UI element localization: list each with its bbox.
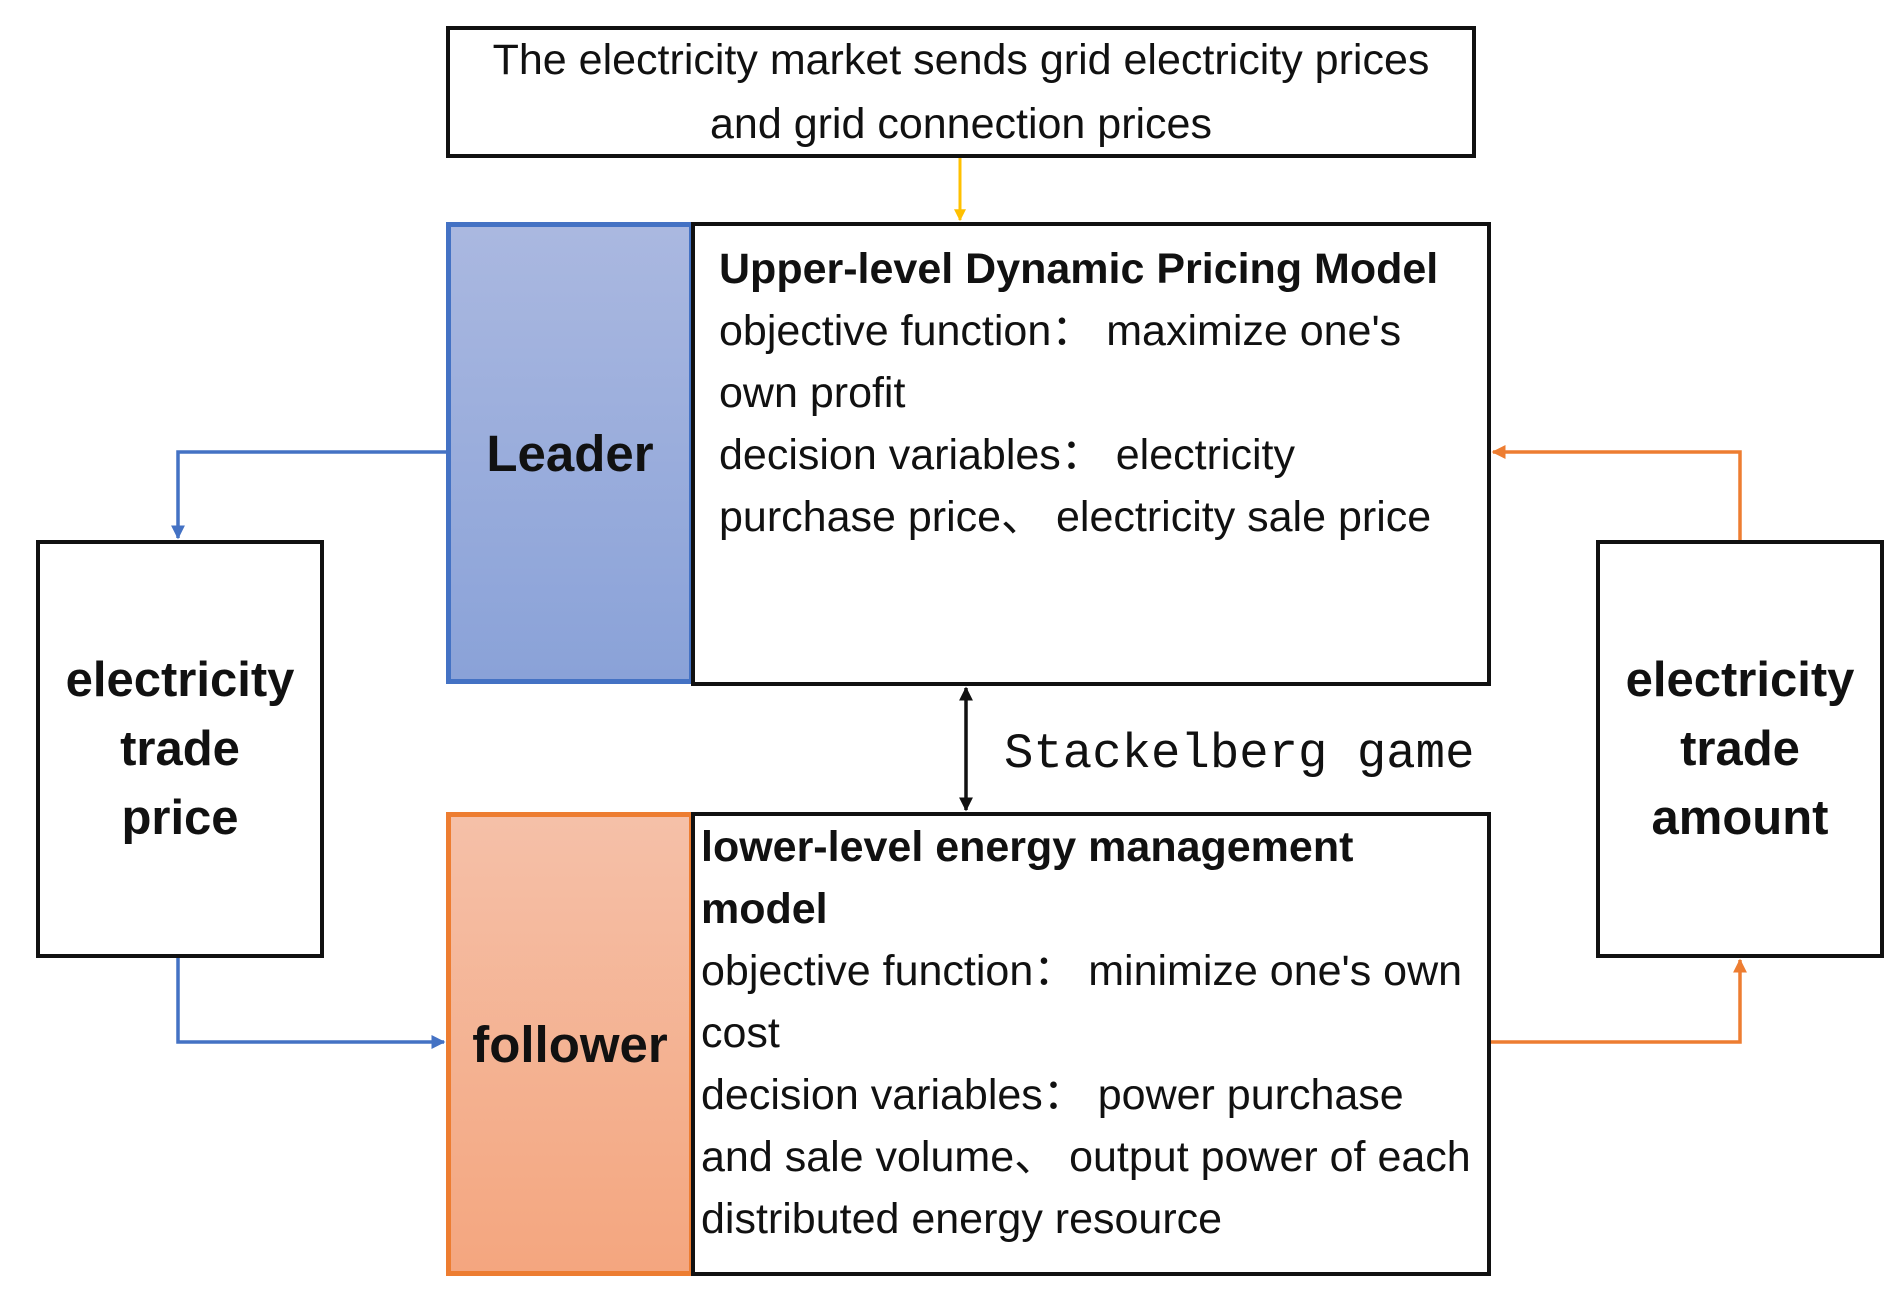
leader-to-price-arrow (171, 450, 446, 540)
price-box-line1: electricity (65, 652, 295, 707)
follower-label: follower (472, 1015, 668, 1073)
electricity-trade-amount-box: electricity trade amount (1596, 540, 1884, 958)
lower-level-model-box: lower-level energy management model obje… (691, 812, 1491, 1276)
lower-model-objective: objective function： minimize one's own c… (701, 947, 1463, 1057)
price-to-follower-arrow (176, 958, 446, 1049)
follower-box: follower (446, 812, 694, 1276)
amount-box-line2: trade (1680, 721, 1800, 776)
amount-box-line1: electricity (1625, 652, 1855, 707)
electricity-market-text: The electricity market sends grid electr… (492, 36, 1430, 148)
price-box-line3: price (121, 790, 239, 845)
lower-model-title: lower-level energy management model (701, 823, 1354, 933)
lower-model-decision: decision variables： power purchase and s… (701, 1071, 1471, 1243)
leader-box: Leader (446, 222, 694, 684)
upper-model-decision: decision variables： electricity purchase… (719, 431, 1432, 541)
lower-to-amount-arrow (1491, 958, 1747, 1044)
price-box-line2: trade (120, 721, 240, 776)
upper-model-objective: objective function： maximize one's own p… (719, 307, 1402, 417)
amount-to-upper-arrow (1491, 445, 1742, 540)
stackelberg-game-label: Stackelberg game (1004, 726, 1475, 782)
electricity-trade-price-box: electricity trade price (36, 540, 324, 958)
amount-box-line3: amount (1651, 790, 1829, 845)
upper-model-title: Upper-level Dynamic Pricing Model (719, 245, 1439, 293)
leader-label: Leader (486, 424, 654, 482)
upper-level-model-box: Upper-level Dynamic Pricing Model object… (691, 222, 1491, 686)
electricity-market-box: The electricity market sends grid electr… (446, 26, 1476, 158)
